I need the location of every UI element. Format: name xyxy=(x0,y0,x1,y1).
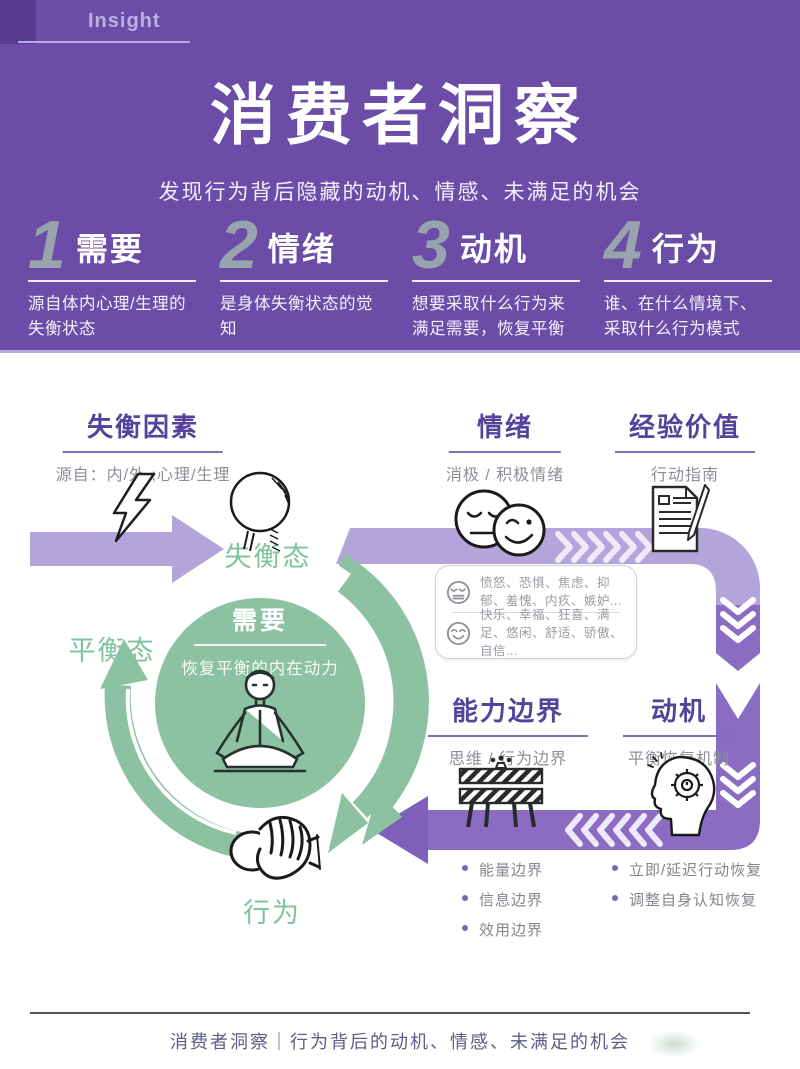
document-pen-icon xyxy=(651,484,710,553)
list-item: 效用边界 xyxy=(462,919,543,940)
motivation-bullet-list: 立即/延迟行动恢复 调整自身认知恢复 xyxy=(612,859,762,919)
heading-title: 经验价值 xyxy=(615,407,755,453)
sketch-head-icon xyxy=(229,471,291,552)
header-section: Insight 消费者洞察 发现行为背后隐藏的动机、情感、未满足的机会 1 需要… xyxy=(0,0,800,353)
step-number: 1 xyxy=(28,207,66,283)
list-item: 能量边界 xyxy=(462,859,543,880)
corner-accent-square xyxy=(0,0,36,44)
step-number: 3 xyxy=(412,207,450,283)
step-label: 动机 xyxy=(459,230,528,267)
meditation-icon xyxy=(213,669,307,773)
page-title: 消费者洞察 xyxy=(210,78,590,152)
step-behavior: 4 行为 谁、在什么情境下、采取什么行为模式 xyxy=(604,207,772,343)
need-title: 需要 xyxy=(231,607,288,635)
steps-row: 1 需要 源自体内心理/生理的失衡状态 2 情绪 是身体失衡状态的觉知 3 动机… xyxy=(0,207,800,343)
heading-title: 能力边界 xyxy=(428,691,588,737)
hand-ball-icon xyxy=(229,815,321,880)
emotions-divider xyxy=(452,612,620,613)
brand-label: Insight xyxy=(88,10,161,32)
step-need: 1 需要 源自体内心理/生理的失衡状态 xyxy=(28,207,196,343)
heading-title: 情绪 xyxy=(449,407,561,453)
watermark-smudge xyxy=(648,1030,700,1058)
behavior-state-label: 行为 xyxy=(243,898,301,928)
step-description: 是身体失衡状态的觉知 xyxy=(220,294,373,339)
step-number: 4 xyxy=(604,207,642,283)
heading-title: 动机 xyxy=(623,691,735,737)
positive-emotions-row: 快乐、幸福、狂喜、满足、悠闲、舒适、骄傲、自信... xyxy=(446,608,626,658)
heading-title: 失衡因素 xyxy=(62,407,223,453)
emotions-box: 愤怒、恐惧、焦虑、抑郁、羞愧、内疚、嫉妒... 快乐、幸福、狂喜、满足、悠闲、舒… xyxy=(435,565,637,659)
flow-diagram: 失衡因素 源自：内/外 ;心理/生理 情绪 消极 / 积极情绪 经验价值 行动指… xyxy=(0,353,800,1012)
negative-emotions-text: 愤怒、恐惧、焦虑、抑郁、羞愧、内疚、嫉妒... xyxy=(479,575,622,608)
footer-caption: 消费者洞察｜行为背后的动机、情感、未满足的机会 xyxy=(170,1032,630,1052)
list-item: 信息边界 xyxy=(462,889,543,910)
heading-subtitle: 行动指南 xyxy=(650,467,719,484)
positive-emotions-text: 快乐、幸福、狂喜、满足、悠闲、舒适、骄傲、自信... xyxy=(479,607,623,659)
page-subtitle: 发现行为背后隐藏的动机、情感、未满足的机会 xyxy=(158,181,642,204)
need-subtitle: 恢复平衡的内在动力 xyxy=(181,660,339,678)
capability-bullet-list: 能量边界 信息边界 效用边界 xyxy=(462,859,543,949)
emotion-heading: 情绪 消极 / 积极情绪 xyxy=(446,407,564,485)
step-label: 行为 xyxy=(651,230,720,267)
step-description: 谁、在什么情境下、采取什么行为模式 xyxy=(604,294,757,339)
imbalance-factors-heading: 失衡因素 源自：内/外 ;心理/生理 xyxy=(56,407,231,485)
step-description: 想要采取什么行为来满足需要，恢复平衡 xyxy=(412,294,565,339)
positive-face-icon xyxy=(446,621,471,645)
step-number: 2 xyxy=(220,207,258,283)
head-gear-icon xyxy=(647,752,716,837)
lightning-icon xyxy=(112,472,156,543)
need-core-block: 需要 恢复平衡的内在动力 xyxy=(160,601,360,679)
heading-subtitle: 消极 / 积极情绪 xyxy=(445,467,565,484)
need-underline xyxy=(194,644,326,646)
step-description: 源自体内心理/生理的失衡状态 xyxy=(28,294,187,339)
barrier-icon xyxy=(458,755,544,828)
experience-value-heading: 经验价值 行动指南 xyxy=(615,407,755,485)
step-label: 需要 xyxy=(75,230,144,267)
negative-emotions-row: 愤怒、恐惧、焦虑、抑郁、羞愧、内疚、嫉妒... xyxy=(446,572,626,612)
balance-state-label: 平衡态 xyxy=(68,636,156,666)
footer-divider-line xyxy=(30,1012,750,1014)
list-item: 调整自身认知恢复 xyxy=(612,889,762,910)
brand-underline xyxy=(18,41,190,43)
footer-section: 消费者洞察｜行为背后的动机、情感、未满足的机会 xyxy=(0,1012,800,1069)
step-label: 情绪 xyxy=(267,230,336,267)
step-motivation: 3 动机 想要采取什么行为来满足需要，恢复平衡 xyxy=(412,207,580,343)
smiley-faces-icon xyxy=(454,489,546,557)
negative-face-icon xyxy=(446,580,471,604)
capability-boundary-heading: 能力边界 思维 / 行为边界 xyxy=(428,691,588,769)
imbalance-state-label: 失衡态 xyxy=(224,542,312,572)
step-emotion: 2 情绪 是身体失衡状态的觉知 xyxy=(220,207,388,343)
list-item: 立即/延迟行动恢复 xyxy=(612,859,762,880)
